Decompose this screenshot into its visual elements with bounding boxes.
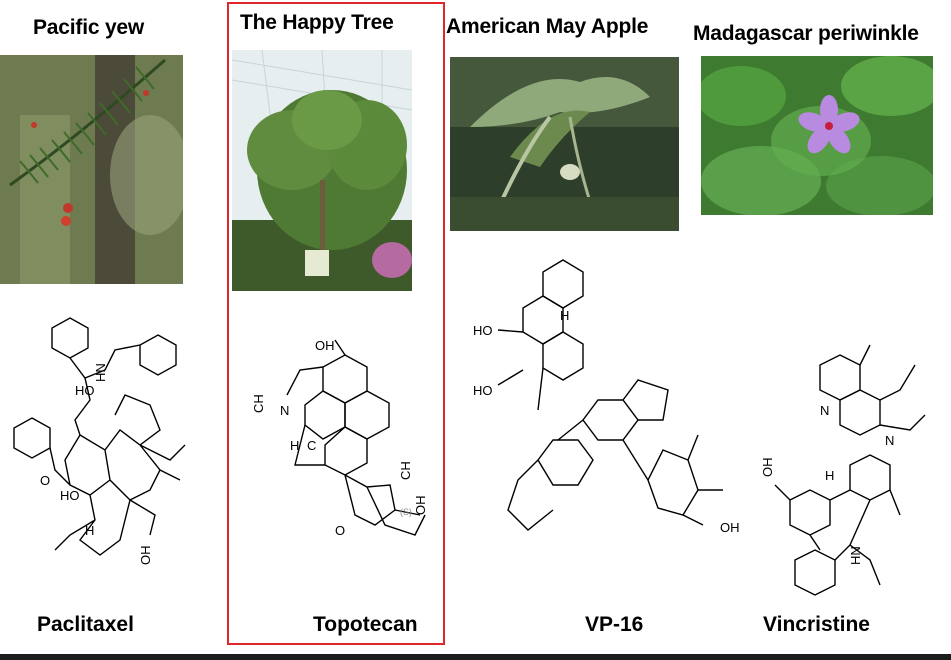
topotecan-structure: OH CH N H C (S) CH OH O	[245, 325, 445, 575]
topotecan-ch3-label: CH	[251, 394, 266, 413]
topotecan-n-label: N	[280, 403, 289, 418]
pacific-yew-photo	[0, 55, 183, 284]
paclitaxel-structure: HO HN O HO H OH	[10, 310, 210, 590]
topotecan-ch3b-label: CH	[398, 461, 413, 480]
vp16-ho-label: HO	[473, 323, 493, 338]
paclitaxel-caption: Paclitaxel	[37, 613, 134, 636]
may-apple-title: American May Apple	[446, 15, 649, 38]
vp16-structure: HO HO H OH	[468, 250, 748, 580]
topotecan-c-label: C	[307, 438, 316, 453]
vincristine-structure: N OH H HN N	[760, 330, 950, 600]
topotecan-o-label: O	[335, 523, 345, 538]
paclitaxel-h-label: H	[85, 523, 94, 538]
may-apple-photo	[450, 57, 679, 231]
pacific-yew-title: Pacific yew	[33, 16, 145, 39]
paclitaxel-hn-label: HN	[93, 363, 108, 382]
vp16-oh-label: OH	[720, 520, 740, 535]
happy-tree-photo	[232, 50, 412, 291]
topotecan-oh-label: OH	[315, 338, 335, 353]
topotecan-s-label: (S)	[400, 507, 412, 517]
paclitaxel-ho-label: HO	[75, 383, 95, 398]
vp16-caption: VP-16	[585, 613, 644, 636]
paclitaxel-ho2-label: HO	[60, 488, 80, 503]
topotecan-oh2-label: OH	[413, 496, 428, 516]
paclitaxel-oh-label: OH	[138, 546, 153, 566]
vincristine-n-label: N	[820, 403, 829, 418]
paclitaxel-o-label: O	[40, 473, 50, 488]
vincristine-oh-label: OH	[760, 458, 775, 478]
topotecan-caption: Topotecan	[313, 613, 418, 636]
vincristine-h-label: H	[825, 468, 834, 483]
vp16-h-label: H	[560, 308, 569, 323]
highlight-frame	[227, 2, 445, 645]
vincristine-n2-label: N	[885, 433, 894, 448]
periwinkle-photo	[701, 56, 933, 215]
periwinkle-title: Madagascar periwinkle	[693, 22, 919, 45]
topotecan-h3c-label: H	[290, 438, 299, 453]
bottom-bar	[0, 654, 951, 660]
vp16-ho2-label: HO	[473, 383, 493, 398]
vincristine-caption: Vincristine	[763, 613, 870, 636]
happy-tree-title: The Happy Tree	[240, 11, 394, 34]
vincristine-hn-label: HN	[848, 546, 863, 565]
